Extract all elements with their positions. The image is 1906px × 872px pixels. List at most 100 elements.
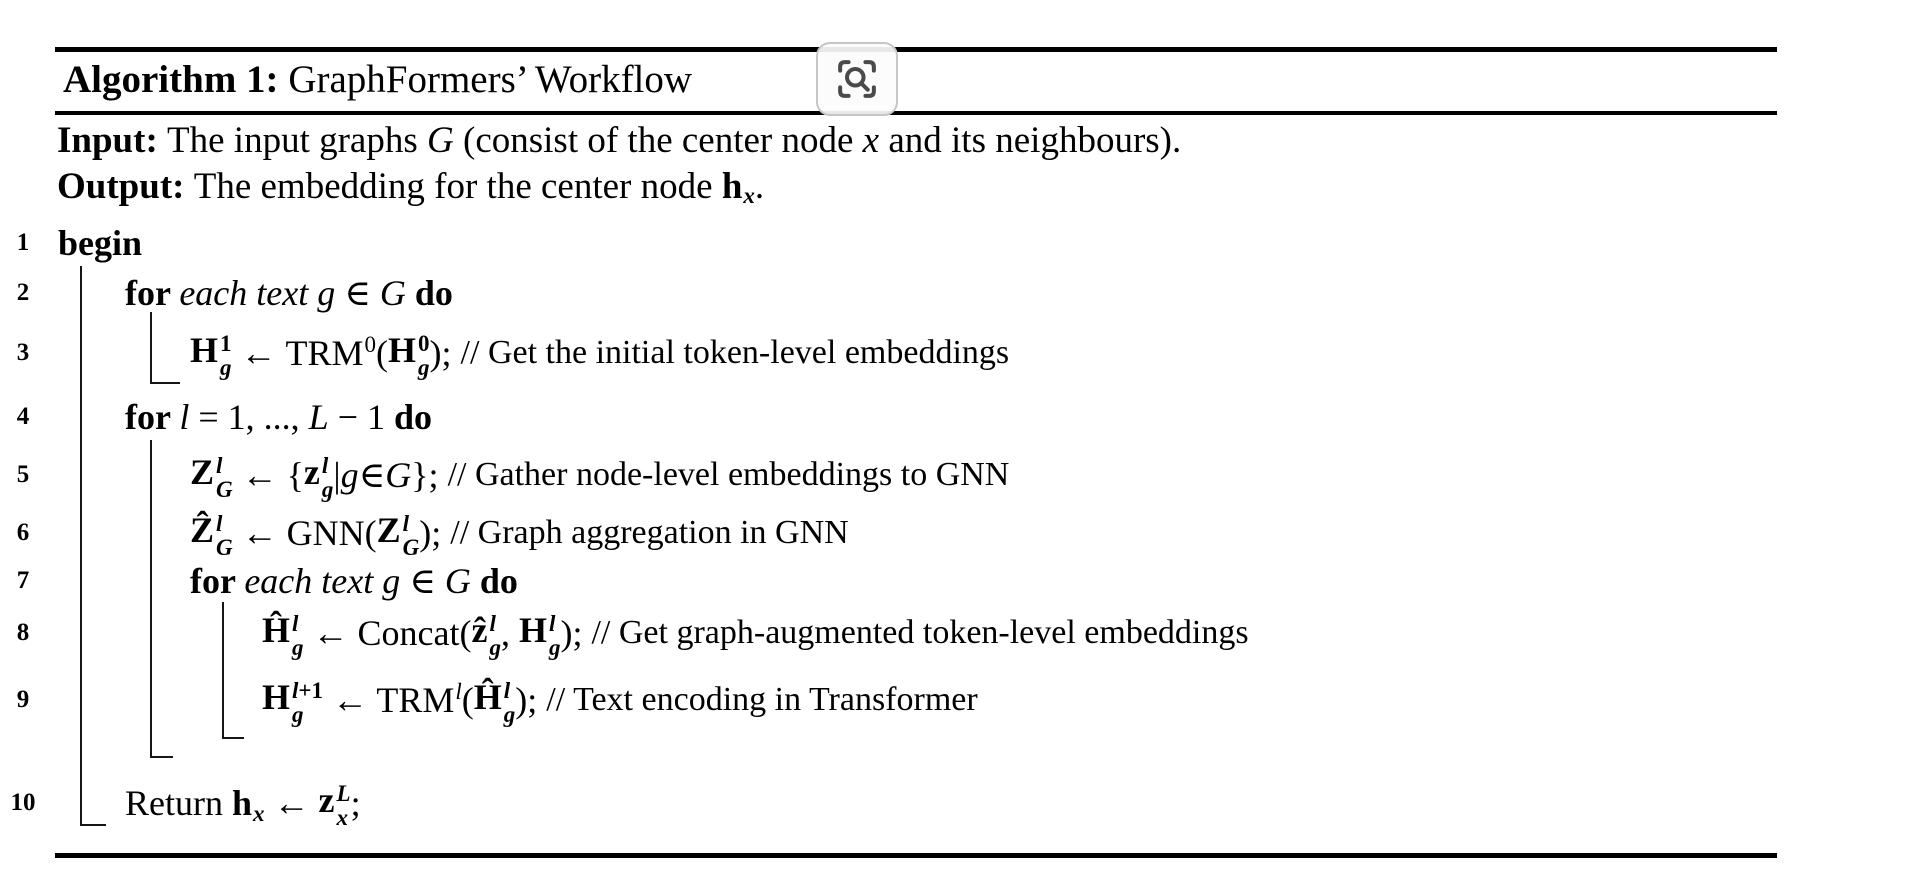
code-segment: ); bbox=[560, 613, 592, 653]
code-segment: The input graphs bbox=[167, 119, 428, 161]
algorithm-line-7: 7 for each text g ∈ G do bbox=[0, 553, 518, 609]
code-segment: for bbox=[190, 561, 245, 601]
algorithm-line-4: 4 for l = 1, ..., L − 1 do bbox=[0, 389, 432, 445]
code-segment: ← bbox=[231, 333, 286, 373]
algorithm-title-name: GraphFormers’ Workflow bbox=[278, 58, 693, 101]
line-number: 6 bbox=[16, 519, 30, 546]
code-segment: ); bbox=[419, 513, 451, 553]
code-segment: The embedding for the center node bbox=[193, 165, 722, 207]
block-indent-guide bbox=[80, 266, 106, 826]
code-segment: − 1 bbox=[328, 397, 394, 437]
code-segment: // Text encoding in Transformer bbox=[546, 681, 978, 718]
line-number: 9 bbox=[16, 686, 30, 713]
code-segment: TRM0 bbox=[285, 332, 377, 373]
block-indent-guide bbox=[222, 602, 244, 739]
code-segment: ( bbox=[461, 680, 474, 720]
code-segment: ← GNN( bbox=[232, 513, 377, 553]
code-segment: ← TRMl bbox=[323, 679, 462, 720]
line-number: 4 bbox=[16, 403, 30, 430]
algorithm-title: Algorithm 1: GraphFormers’ Workflow bbox=[63, 57, 692, 102]
zoom-preview-button[interactable] bbox=[816, 42, 898, 116]
code-segment: ∈ bbox=[409, 561, 445, 601]
code-segment: l bbox=[179, 397, 190, 437]
algorithm-line-1: 1 begin bbox=[0, 215, 142, 271]
bottom-rule bbox=[55, 853, 1777, 858]
code-segment: do bbox=[394, 397, 433, 437]
line-number: 10 bbox=[10, 789, 36, 816]
code-segment: G bbox=[379, 273, 415, 313]
code-segment: begin bbox=[58, 223, 143, 263]
code-segment: . bbox=[754, 165, 765, 207]
code-segment: G bbox=[385, 455, 412, 495]
algorithm-input-line: Input: The input graphs G (consist of th… bbox=[57, 118, 1181, 162]
code-segment: ← Concat( bbox=[303, 613, 472, 653]
code-segment: Input: bbox=[57, 119, 168, 161]
code-segment: L bbox=[308, 397, 329, 437]
code-segment: G bbox=[427, 119, 454, 161]
code-segment: do bbox=[479, 561, 518, 601]
code-segment: | bbox=[333, 455, 341, 495]
algorithm-title-label: Algorithm 1: bbox=[63, 58, 279, 101]
code-segment: Output: bbox=[57, 165, 194, 207]
code-segment: x bbox=[862, 119, 880, 161]
code-segment: and its neighbours). bbox=[879, 119, 1182, 161]
code-segment: // Graph aggregation in GNN bbox=[450, 514, 849, 551]
header-rule bbox=[55, 111, 1777, 115]
code-segment: do bbox=[414, 273, 453, 313]
code-segment: ; bbox=[350, 783, 361, 823]
line-number: 5 bbox=[16, 461, 30, 488]
code-segment: ); bbox=[515, 680, 547, 720]
code-segment: for bbox=[125, 273, 180, 313]
code-segment: ← { bbox=[232, 455, 304, 495]
algorithm-line-2: 2 for each text g ∈ G do bbox=[0, 265, 453, 321]
code-segment: (consist of the center node bbox=[453, 119, 863, 161]
code-segment: for bbox=[125, 397, 180, 437]
code-segment: hx bbox=[231, 783, 265, 826]
block-indent-guide bbox=[150, 440, 173, 758]
code-segment: g bbox=[340, 455, 359, 495]
code-segment: Return bbox=[125, 783, 232, 823]
code-segment: ∈ bbox=[344, 273, 380, 313]
line-number: 3 bbox=[16, 339, 30, 366]
line-number: 2 bbox=[16, 279, 30, 306]
magnifier-scan-icon bbox=[834, 56, 880, 102]
code-segment: , bbox=[500, 613, 519, 653]
line-number: 8 bbox=[16, 619, 30, 646]
code-segment: each text g bbox=[244, 561, 410, 601]
line-number: 1 bbox=[16, 229, 30, 256]
block-indent-guide bbox=[150, 312, 180, 384]
code-segment: // Get graph-augmented token-level embed… bbox=[591, 614, 1249, 651]
code-segment: ← bbox=[264, 783, 319, 823]
code-segment: = 1, ..., bbox=[189, 397, 309, 437]
line-number: 7 bbox=[16, 567, 30, 594]
code-segment: each text g bbox=[179, 273, 345, 313]
code-segment: ∈ bbox=[358, 455, 386, 495]
code-segment: ( bbox=[376, 333, 389, 373]
algorithm-output-line: Output: The embedding for the center nod… bbox=[57, 164, 765, 209]
code-segment: ); bbox=[429, 333, 461, 373]
code-segment: }; bbox=[411, 455, 448, 495]
code-segment: G bbox=[444, 561, 480, 601]
code-segment: // Get the initial token-level embedding… bbox=[460, 334, 1010, 371]
code-segment: // Gather node-level embeddings to GNN bbox=[447, 456, 1010, 493]
top-rule bbox=[55, 47, 1777, 52]
